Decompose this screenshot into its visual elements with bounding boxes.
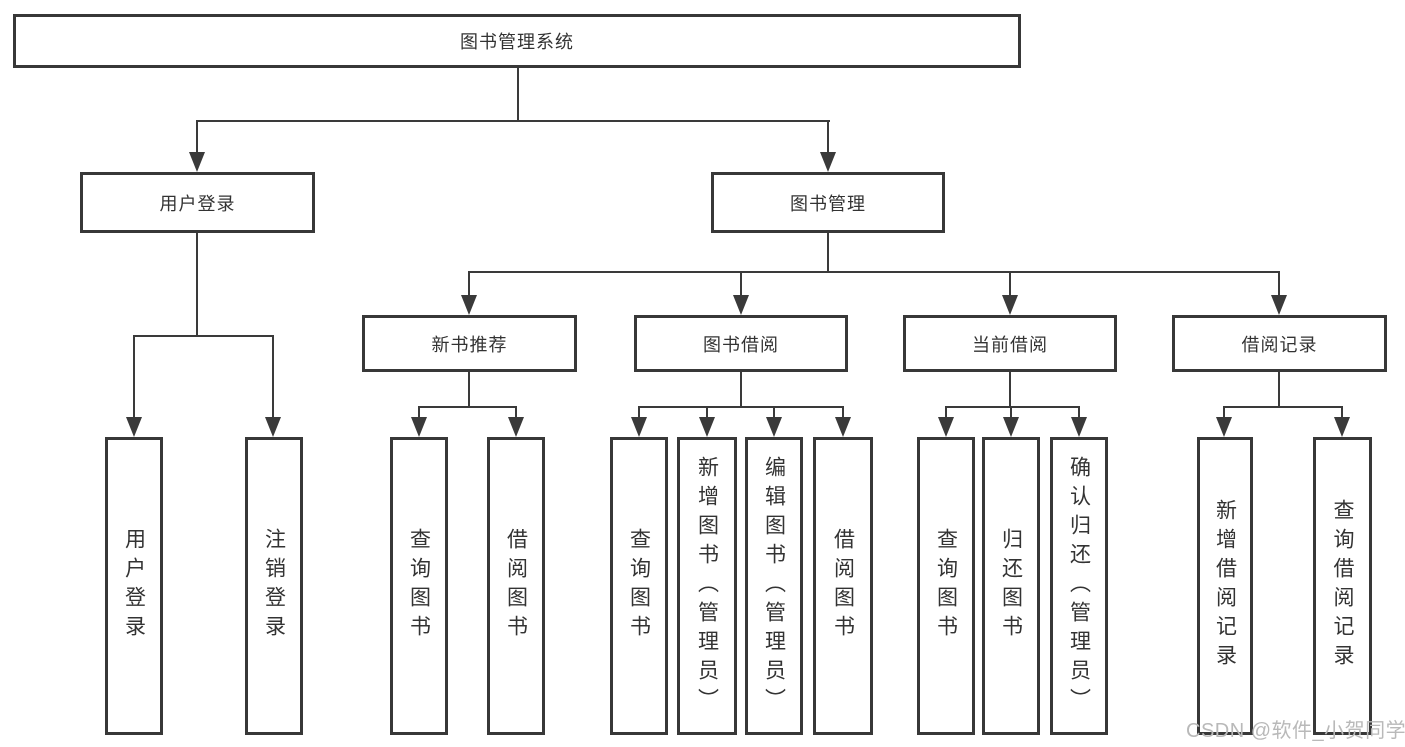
leaf-add-borrow-record-label: 新增借阅记录 [1213,499,1237,673]
arrow-down-icon [938,417,954,437]
node-book-borrow: 图书借阅 [634,315,848,372]
arrow-down-icon [126,417,142,437]
leaf-borrow-books-label: 借阅图书 [831,528,855,644]
leaf-query-borrow-record: 查询借阅记录 [1313,437,1372,735]
connector-line [196,120,198,156]
node-new-book-recommend-label: 新书推荐 [431,334,508,355]
leaf-confirm-return-admin: 确认归还（管理员） [1050,437,1108,735]
leaf-borrow-books: 借阅图书 [813,437,873,735]
leaf-return-books-label: 归还图书 [999,528,1023,644]
connector-line [740,271,742,297]
node-user-login-module: 用户登录 [80,172,315,233]
connector-line [196,233,198,337]
leaf-query-books-borrow: 查询图书 [610,437,668,735]
node-new-book-recommend: 新书推荐 [362,315,577,372]
leaf-query-borrow-record-label: 查询借阅记录 [1331,499,1354,673]
connector-line [1223,406,1343,408]
leaf-borrow-books-recommend: 借阅图书 [487,437,545,735]
leaf-borrow-books-recommend-label: 借阅图书 [504,528,528,644]
node-current-borrow-label: 当前借阅 [972,334,1048,355]
connector-line [827,120,829,156]
arrow-down-icon [820,152,836,172]
leaf-logout: 注销登录 [245,437,303,735]
leaf-edit-book-admin-label: 编辑图书（管理员） [762,455,786,717]
connector-line [515,406,517,419]
connector-line [1009,271,1011,297]
arrow-down-icon [1002,295,1018,315]
leaf-edit-book-admin: 编辑图书（管理员） [745,437,803,735]
connector-line [638,406,844,408]
connector-line [468,271,470,297]
connector-line [638,406,640,419]
connector-line [1009,372,1011,408]
node-current-borrow: 当前借阅 [903,315,1117,372]
connector-line [468,372,470,408]
leaf-query-books-borrow-label: 查询图书 [627,528,651,644]
arrow-down-icon [461,295,477,315]
node-book-management-label: 图书管理 [790,193,866,214]
connector-line [133,335,135,419]
arrow-down-icon [508,417,524,437]
connector-line [706,406,708,419]
arrow-down-icon [1003,417,1019,437]
leaf-logout-label: 注销登录 [262,528,286,644]
node-book-borrow-label: 图书借阅 [703,334,779,355]
leaf-query-books-current: 查询图书 [917,437,975,735]
connector-line [842,406,844,419]
connector-line [827,233,829,273]
connector-line [1278,271,1280,297]
connector-line [1223,406,1225,419]
connector-line [418,406,517,408]
node-borrow-records-label: 借阅记录 [1241,334,1318,355]
arrow-down-icon [733,295,749,315]
node-user-login-module-label: 用户登录 [159,193,236,214]
node-borrow-records: 借阅记录 [1172,315,1387,372]
node-book-management: 图书管理 [711,172,945,233]
arrow-down-icon [1216,417,1232,437]
connector-line [945,406,1080,408]
leaf-return-books: 归还图书 [982,437,1040,735]
arrow-down-icon [265,417,281,437]
leaf-user-login: 用户登录 [105,437,163,735]
connector-line [133,335,274,337]
leaf-query-books-current-label: 查询图书 [934,528,958,644]
leaf-query-books-recommend-label: 查询图书 [407,528,431,644]
arrow-down-icon [189,152,205,172]
connector-line [740,372,742,408]
arrow-down-icon [699,417,715,437]
connector-line [517,68,519,122]
leaf-add-borrow-record: 新增借阅记录 [1197,437,1253,735]
leaf-add-book-admin-label: 新增图书（管理员） [695,455,719,717]
arrow-down-icon [1071,417,1087,437]
connector-line [272,335,274,419]
connector-line [1341,406,1343,419]
connector-line [418,406,420,419]
connector-line [1078,406,1080,419]
leaf-confirm-return-admin-label: 确认归还（管理员） [1067,455,1091,717]
arrow-down-icon [411,417,427,437]
connector-line [1010,406,1012,419]
leaf-user-login-label: 用户登录 [122,528,146,644]
arrow-down-icon [631,417,647,437]
arrow-down-icon [1334,417,1350,437]
arrow-down-icon [766,417,782,437]
csdn-watermark: CSDN @软件_小贺同学 [1186,720,1405,742]
leaf-query-books-recommend: 查询图书 [390,437,448,735]
connector-line [773,406,775,419]
leaf-add-book-admin: 新增图书（管理员） [677,437,737,735]
connector-line [196,120,830,122]
arrow-down-icon [1271,295,1287,315]
connector-line [1278,372,1280,408]
connector-line [945,406,947,419]
node-library-system: 图书管理系统 [13,14,1021,68]
connector-line [468,271,1280,273]
arrow-down-icon [835,417,851,437]
node-library-system-label: 图书管理系统 [460,32,574,52]
